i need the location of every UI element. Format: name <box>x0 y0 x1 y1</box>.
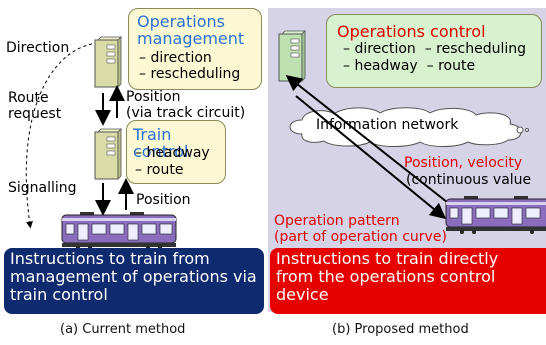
list-item: – route <box>135 162 184 178</box>
route-request-label: Route request <box>8 90 62 122</box>
train-icon <box>61 212 177 250</box>
box-title: Operations control <box>337 22 486 41</box>
list-item: – direction <box>139 50 212 66</box>
signalling-label: Signalling <box>8 180 77 196</box>
train-control-box: Train control – headway – route <box>126 120 226 184</box>
current-method-banner: Instructions to train from management of… <box>4 248 264 314</box>
server-icon <box>94 36 122 88</box>
continuous-value-label: (continuous value <box>406 172 532 188</box>
position-track-label: Position (via track circuit) <box>126 89 246 121</box>
part-of-curve-label: (part of operation curve) <box>274 229 447 245</box>
proposed-arrows <box>285 75 453 220</box>
direction-dashed-arrow <box>25 43 93 229</box>
current-arrows <box>25 43 134 229</box>
banner-text: Instructions to train from management of… <box>10 249 257 304</box>
box-title: Train control <box>133 125 189 161</box>
list-item: – rescheduling <box>139 66 241 82</box>
list-item: – direction – rescheduling <box>343 41 526 57</box>
caption-current: (a) Current method <box>60 322 186 337</box>
train-icon <box>445 196 546 234</box>
list-item: – headway <box>135 145 210 161</box>
position-velocity-arrow <box>285 75 453 207</box>
banner-text: Instructions to train directly from the … <box>276 249 499 304</box>
caption-proposed: (b) Proposed method <box>332 322 469 337</box>
operation-pattern-label: Operation pattern <box>274 213 400 229</box>
list-item: – headway – route <box>343 58 476 74</box>
server-icon <box>94 128 122 180</box>
proposed-method-banner: Instructions to train directly from the … <box>270 248 546 314</box>
server-icon <box>278 30 306 82</box>
position-velocity-label: Position, velocity <box>404 155 523 171</box>
direction-label: Direction <box>6 40 70 56</box>
operation-pattern-arrow <box>295 95 447 220</box>
box-title: Operations management <box>137 12 245 48</box>
position-label: Position <box>136 192 191 208</box>
operations-control-box: Operations control – direction – resched… <box>326 14 542 88</box>
operations-management-box: Operations management – direction – resc… <box>128 8 262 90</box>
